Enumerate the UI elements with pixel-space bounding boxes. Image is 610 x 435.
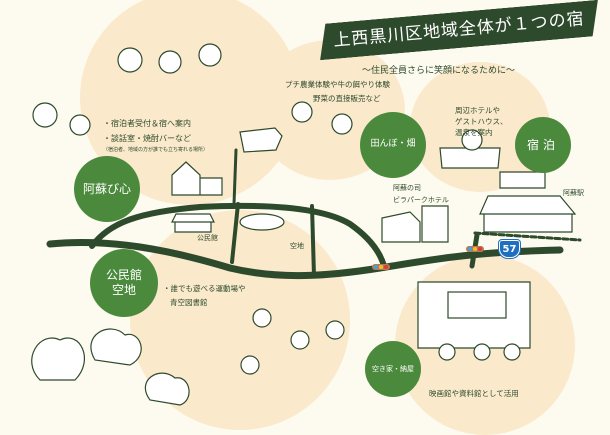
road-branch-1 <box>230 202 240 264</box>
route-57-sign: 57 <box>499 240 520 258</box>
asobigokoro-line1: ・宿泊者受付＆宿へ案内 <box>103 119 191 128</box>
zone-label-hall: 公民館 空地 <box>90 249 158 317</box>
road-branch-2 <box>310 204 316 278</box>
open-lot-field <box>239 213 285 231</box>
viewer-1 <box>438 343 456 361</box>
open-lot-label: 空地 <box>290 242 304 250</box>
community-hall-building <box>171 213 215 233</box>
people-group-top <box>117 47 143 73</box>
viewer-3 <box>503 343 521 361</box>
asobigokoro-line2: ・談話室・焼酎バーなど <box>103 134 191 143</box>
traffic-light-1 <box>372 264 390 270</box>
vacant-label: 空き家・納屋 <box>372 364 414 373</box>
tree-3 <box>144 372 190 406</box>
cow <box>239 127 283 153</box>
zone-label-lodging: 宿泊 <box>515 117 571 173</box>
bather-head <box>461 129 483 151</box>
child-2 <box>290 330 310 350</box>
zone-label-asobigokoro: 阿蘇び心 <box>74 156 140 222</box>
movie-screen <box>447 291 507 319</box>
fields-line1: プチ農業体験や牛の餌やり体験 <box>285 80 390 89</box>
subtitle: 〜住民全員さらに笑顔になるために〜 <box>362 66 516 76</box>
traffic-light-2 <box>466 246 484 252</box>
lodging-label: 宿泊 <box>526 137 559 152</box>
person-top-2 <box>158 50 182 74</box>
hotel-label-line1: 阿蘇の司 <box>393 184 421 192</box>
zone-label-fields: 田んぼ・畑 <box>360 112 426 178</box>
lodging-line1: 周辺ホテルや <box>455 106 500 115</box>
hall-label-line1: 公民館 <box>105 268 142 282</box>
tree-2 <box>90 328 142 366</box>
hotel-building <box>381 205 449 243</box>
hotel-label-line2: ビラパークホテル <box>393 196 449 204</box>
lodging-line2: ゲストハウス、 <box>455 117 508 126</box>
community-hall-label: 公民館 <box>197 234 218 242</box>
tree-1 <box>31 337 85 381</box>
station-label: 阿蘇駅 <box>563 189 584 197</box>
lodging-line3: 温泉を案内 <box>455 128 493 137</box>
road-branch-3 <box>232 148 238 206</box>
child-3 <box>325 320 345 340</box>
farmer-2 <box>331 113 353 135</box>
person-left-2 <box>69 114 91 136</box>
fields-label: 田んぼ・畑 <box>370 139 416 150</box>
main-road <box>46 238 564 280</box>
route-number: 57 <box>502 243 517 255</box>
railway <box>473 231 582 242</box>
station-building <box>479 171 577 233</box>
person-top-3 <box>198 43 222 67</box>
child-4 <box>240 355 260 375</box>
hall-line1: ・誰でも遊べる運動場や <box>163 284 246 293</box>
fields-line2: 野菜の直接販売など <box>313 94 381 103</box>
person-left <box>32 102 58 128</box>
child-1 <box>252 308 272 328</box>
hall-label-line2: 空地 <box>111 283 136 297</box>
asobigokoro-label: 阿蘇び心 <box>82 181 131 196</box>
viewer-2 <box>473 343 491 361</box>
hall-line2: 青空図書館 <box>170 298 208 307</box>
upper-road <box>89 202 387 269</box>
house-asobigokoro <box>171 161 223 196</box>
zone-label-vacant: 空き家・納屋 <box>365 341 421 397</box>
asobigokoro-note: （宿泊者、地域の方が誰でも立ち寄れる場所） <box>103 147 209 153</box>
vacant-line1: 映画館や資料館として活用 <box>429 389 519 398</box>
hot-spring-bath <box>439 147 501 169</box>
farmer-1 <box>291 101 313 123</box>
